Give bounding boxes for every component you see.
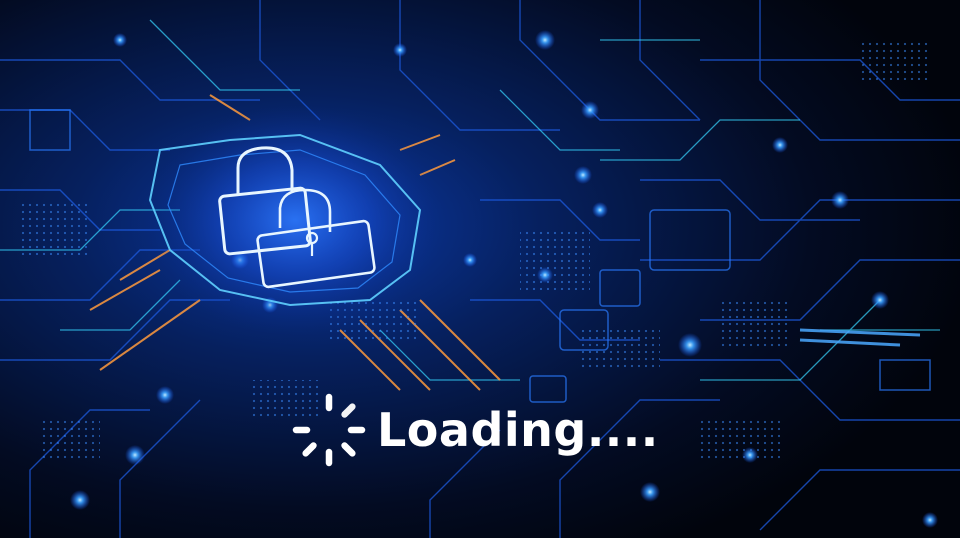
padlock-illustration xyxy=(145,105,445,335)
padlock-icon xyxy=(218,146,376,289)
loading-indicator: Loading.... xyxy=(283,385,659,475)
spinner-icon xyxy=(292,393,366,467)
loading-label: Loading.... xyxy=(377,403,659,457)
